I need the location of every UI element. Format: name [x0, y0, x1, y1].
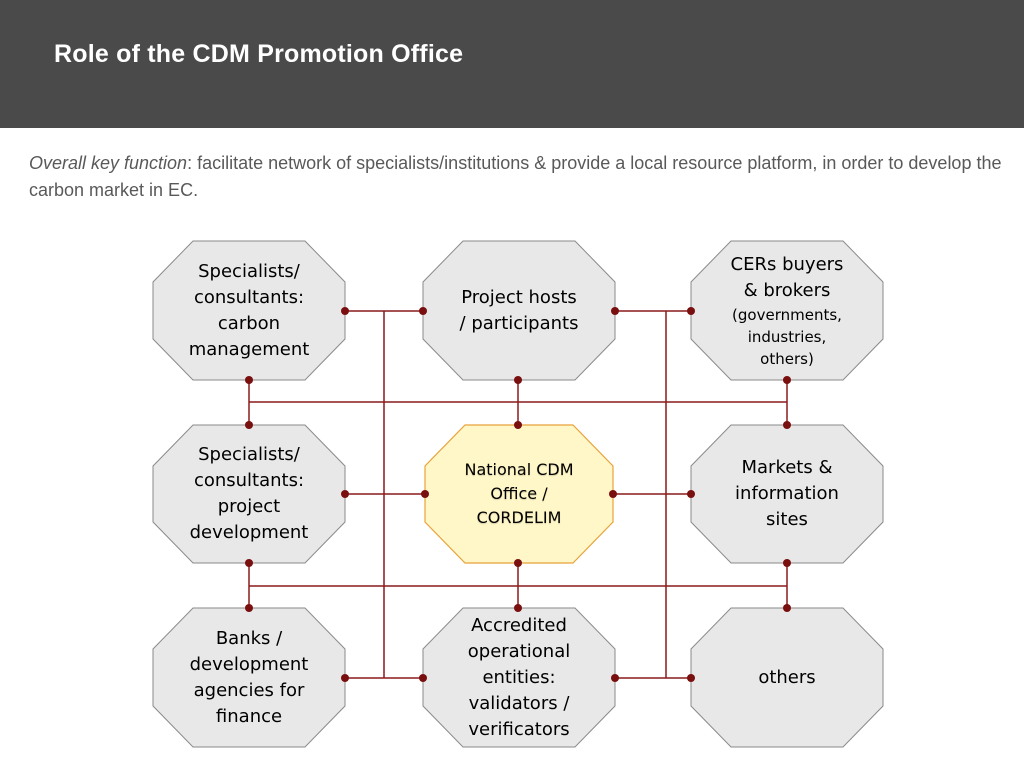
- connector-dot: [514, 604, 522, 612]
- connector-dot: [783, 559, 791, 567]
- connector-lines: [248, 310, 788, 679]
- connector-dot: [245, 559, 253, 567]
- connector-dot: [245, 604, 253, 612]
- octagon-center: [424, 424, 614, 564]
- page-title: Role of the CDM Promotion Office: [54, 40, 464, 68]
- connector-dot: [687, 307, 695, 315]
- subtitle-emphasis: Overall key function: [29, 153, 188, 173]
- connector-dot: [419, 307, 427, 315]
- connector-dot: [341, 490, 349, 498]
- subtitle-text: : facilitate network of specialists/inst…: [29, 153, 1002, 200]
- connector-dot: [245, 421, 253, 429]
- octagon-buyers: [690, 240, 884, 381]
- connector-dot: [611, 307, 619, 315]
- connector-dots: [245, 307, 791, 682]
- connector-dot: [341, 307, 349, 315]
- connector-dot: [783, 376, 791, 384]
- octagon-others: [690, 607, 884, 748]
- connector-dot: [245, 376, 253, 384]
- header-bar: Role of the CDM Promotion Office: [0, 0, 1024, 128]
- connector-dot: [687, 674, 695, 682]
- connector-dot: [419, 674, 427, 682]
- octagon-project-dev: [152, 424, 346, 564]
- octagon-banks: [152, 607, 346, 748]
- connector-dot: [341, 674, 349, 682]
- octagon-shapes: [152, 240, 884, 748]
- connector-dot: [783, 604, 791, 612]
- connector-dot: [514, 376, 522, 384]
- octagon-entities: [422, 607, 616, 748]
- connector-dot: [687, 490, 695, 498]
- connector-dot: [514, 559, 522, 567]
- connector-dot: [421, 490, 429, 498]
- subtitle: Overall key function: facilitate network…: [29, 150, 1004, 204]
- octagon-hosts: [422, 240, 616, 381]
- connector-dot: [783, 421, 791, 429]
- connector-dot: [609, 490, 617, 498]
- connector-dot: [514, 421, 522, 429]
- connector-dot: [611, 674, 619, 682]
- octagon-carbon: [152, 240, 346, 381]
- octagon-markets: [690, 424, 884, 564]
